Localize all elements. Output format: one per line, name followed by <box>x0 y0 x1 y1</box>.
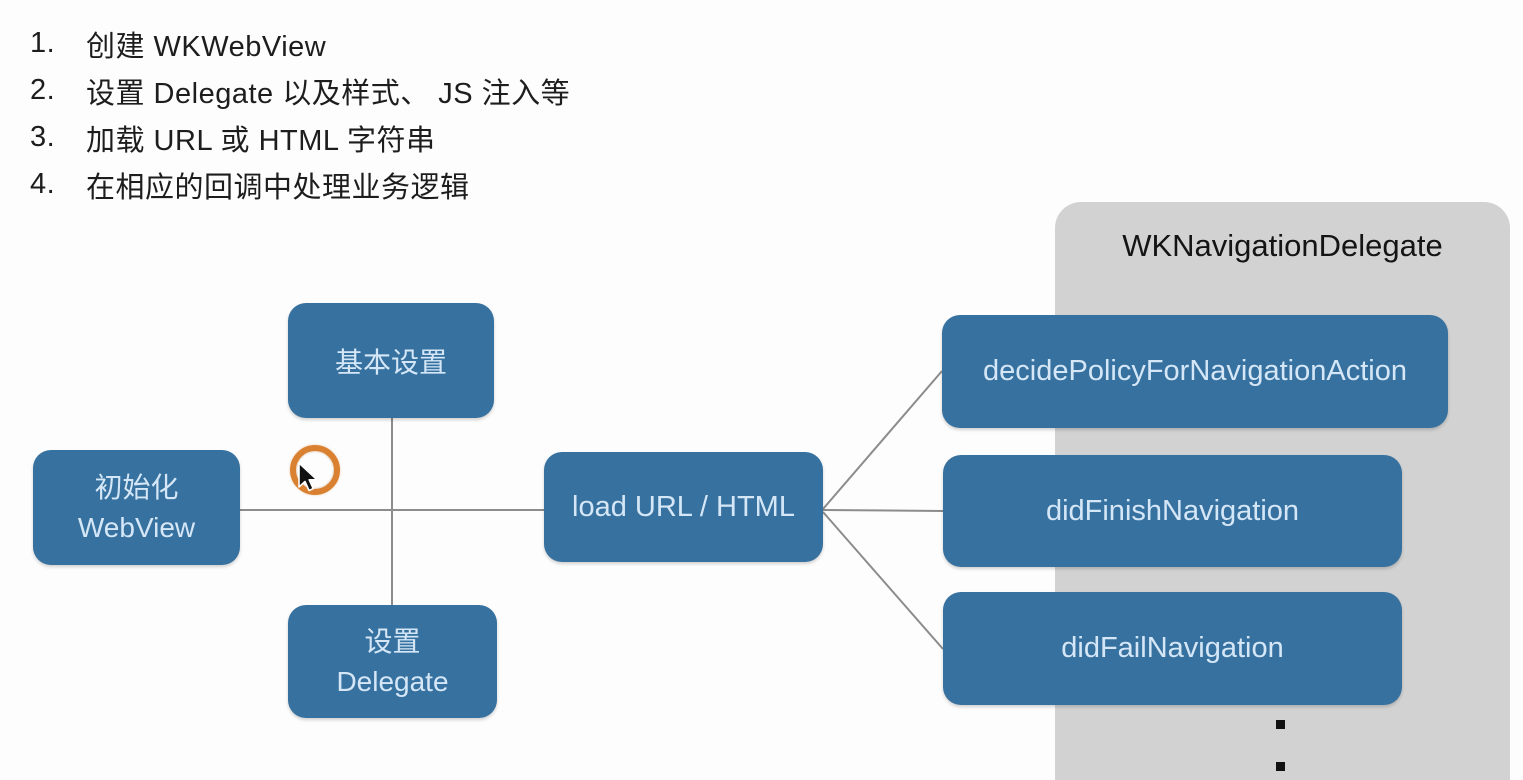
node-load-url-html: load URL / HTML <box>544 452 823 562</box>
list-item-text: 加载 URL 或 HTML 字符串 <box>86 124 436 157</box>
node-did-fail-navigation: didFailNavigation <box>943 592 1402 705</box>
list-item: 2. 设置 Delegate 以及样式、 JS 注入等 <box>30 67 570 114</box>
list-item-text: 创建 WKWebView <box>86 30 327 63</box>
list-item: 4. 在相应的回调中处理业务逻辑 <box>30 161 570 208</box>
node-init-webview: 初始化 WebView <box>33 450 240 565</box>
node-label: decidePolicyForNavigationAction <box>983 355 1407 387</box>
list-item: 1. 创建 WKWebView <box>30 20 570 67</box>
node-decide-policy-for-navigation-action: decidePolicyForNavigationAction <box>942 315 1448 428</box>
mouse-cursor-icon <box>298 462 318 492</box>
node-label: load URL / HTML <box>572 490 795 523</box>
node-label: didFinishNavigation <box>1045 494 1300 527</box>
node-basic-setup: 基本设置 <box>288 303 494 418</box>
click-highlight-ring-icon <box>290 445 340 495</box>
list-item-number: 4. <box>30 168 56 200</box>
node-label-line2: Delegate <box>336 665 449 697</box>
node-did-finish-navigation: didFinishNavigation <box>943 455 1402 567</box>
ellipsis-dot <box>1276 720 1285 729</box>
node-label: didFailNavigation <box>1061 632 1284 664</box>
node-label: 基本设置 <box>334 346 447 378</box>
node-label-line1: 初始化 <box>94 471 179 503</box>
list-item-number: 1. <box>30 27 56 59</box>
panel-title: WKNavigationDelegate <box>1122 228 1443 263</box>
list-item-text: 设置 Delegate 以及样式、 JS 注入等 <box>86 77 571 110</box>
step-list: 1. 创建 WKWebView 2. 设置 Delegate 以及样式、 JS … <box>30 20 570 208</box>
list-item-text: 在相应的回调中处理业务逻辑 <box>86 171 470 204</box>
list-item-number: 2. <box>30 74 56 106</box>
list-item: 3. 加载 URL 或 HTML 字符串 <box>30 114 570 161</box>
node-set-delegate: 设置 Delegate <box>288 605 497 718</box>
node-label-line1: 设置 <box>364 625 421 657</box>
list-item-number: 3. <box>30 121 56 153</box>
node-label-line2: WebView <box>77 511 196 543</box>
ellipsis-dot <box>1276 762 1285 771</box>
